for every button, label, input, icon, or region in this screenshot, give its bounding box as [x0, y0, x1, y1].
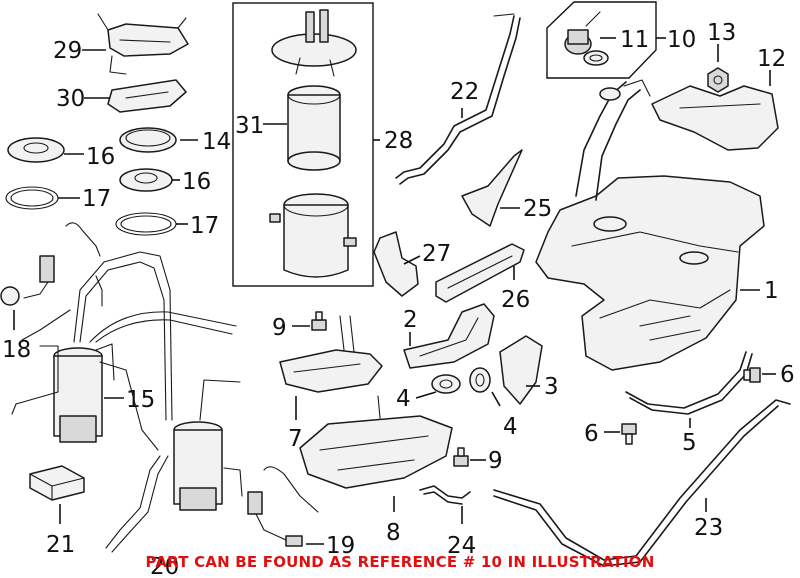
part-6-bolt-left [621, 423, 637, 445]
part-27-guard [373, 231, 419, 297]
part-filler-neck [575, 79, 651, 201]
part-3-shield [499, 335, 543, 405]
part-26-bracket [435, 243, 525, 303]
part-filter-housing [269, 193, 357, 278]
part-12-shield [651, 85, 779, 151]
callout-1: 1 [764, 278, 779, 304]
part-4-grommet-right [469, 367, 491, 393]
part-16-lock-ring-upper [7, 137, 65, 163]
callout-2: 2 [403, 307, 418, 333]
part-1-fuel-tank [535, 175, 765, 371]
leader-4b [491, 391, 501, 407]
callout-27: 27 [422, 241, 451, 267]
callout-20: 20 [150, 554, 179, 578]
callout-7: 7 [288, 426, 303, 452]
callouts: 29 30 31 28 14 16 16 17 17 18 15 21 20 1… [2, 20, 795, 578]
group-box-28 [232, 2, 374, 287]
callout-14: 14 [202, 129, 231, 155]
part-24-pipe [419, 485, 471, 505]
callout-28: 28 [384, 128, 413, 154]
part-6-bolt-right [743, 367, 761, 383]
part-15-pump-left [11, 343, 115, 443]
part-4-grommet-left [431, 374, 461, 394]
callout-17b: 17 [190, 213, 219, 239]
callout-5: 5 [682, 430, 697, 456]
callout-23: 23 [694, 515, 723, 541]
callout-22: 22 [450, 79, 479, 105]
part-17-seal-right [115, 212, 177, 236]
callout-16b: 16 [182, 169, 211, 195]
leader-27 [403, 255, 421, 265]
part-9-bolt-upper [311, 311, 327, 331]
callout-9a: 9 [272, 315, 287, 341]
part-22-line [395, 13, 521, 185]
callout-4b: 4 [503, 414, 518, 440]
part-29-bracket [97, 13, 189, 75]
callout-31: 31 [235, 113, 264, 139]
part-9-bolt-lower [453, 447, 469, 467]
callout-25: 25 [523, 196, 552, 222]
callout-26: 26 [501, 287, 530, 313]
part-18-sender [0, 222, 101, 306]
fuel-lines [21, 251, 243, 553]
callout-21: 21 [46, 532, 75, 558]
part-16-lock-ring-lower [119, 168, 173, 192]
part-7-shield [279, 315, 383, 393]
callout-17a: 17 [82, 186, 111, 212]
callout-15: 15 [126, 387, 155, 413]
part-23-lines [493, 399, 791, 567]
part-21-module [29, 465, 85, 501]
reference-notice: PART CAN BE FOUND AS REFERENCE # 10 IN I… [145, 553, 655, 571]
part-17-seal-left [5, 186, 59, 210]
callout-16a: 16 [86, 144, 115, 170]
callout-4a: 4 [396, 386, 411, 412]
callout-13: 13 [707, 20, 736, 46]
part-20-pump-right [173, 421, 223, 511]
group-box-10 [546, 1, 657, 79]
part-13-nut [707, 67, 729, 93]
part-8-skid-plate [299, 395, 453, 489]
leader-4a [415, 391, 437, 399]
part-31-filter [287, 85, 341, 171]
part-14-ring [119, 127, 177, 153]
part-30-bracket [107, 79, 187, 113]
part-filter-cap [271, 9, 357, 77]
callout-11: 11 [620, 27, 649, 53]
callout-3: 3 [544, 374, 559, 400]
callout-8: 8 [386, 520, 401, 546]
part-11-cap [564, 11, 609, 66]
callout-30: 30 [56, 86, 85, 112]
callout-18: 18 [2, 337, 31, 363]
callout-9b: 9 [488, 448, 503, 474]
callout-29: 29 [53, 38, 82, 64]
callout-6a: 6 [780, 362, 795, 388]
callout-24: 24 [447, 533, 476, 559]
callout-10: 10 [667, 27, 696, 53]
callout-12: 12 [757, 46, 786, 72]
part-2-heat-shield [403, 303, 495, 369]
callout-6b: 6 [584, 421, 599, 447]
callout-19: 19 [326, 533, 355, 559]
part-25-bracket [461, 149, 523, 227]
part-19-harness [247, 466, 319, 547]
